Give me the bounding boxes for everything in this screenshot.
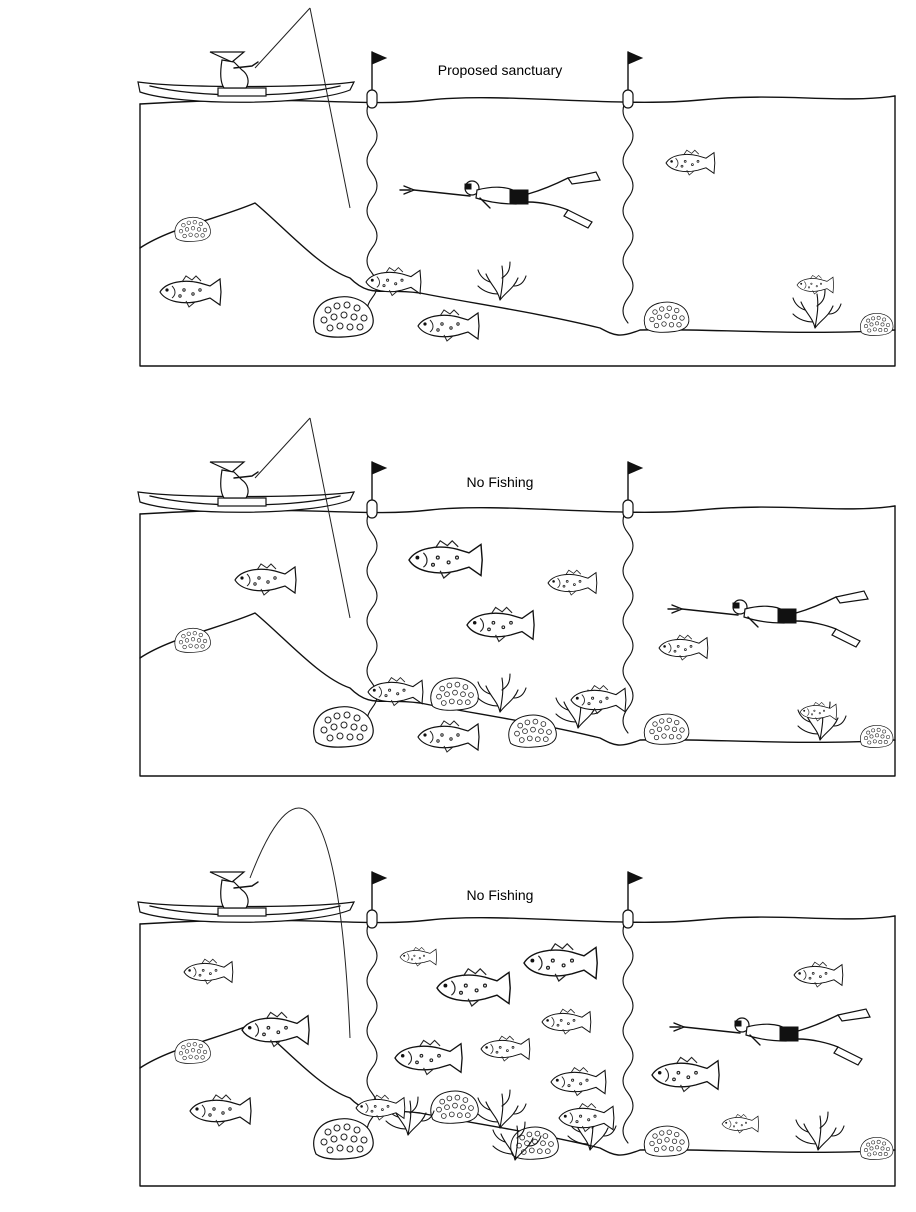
diver-with-speargun-icon xyxy=(399,171,601,229)
grouper-fish-icon xyxy=(541,1008,592,1035)
coral-head-icon xyxy=(643,713,690,745)
fisher-in-boat-icon xyxy=(137,51,355,103)
grouper-fish-icon xyxy=(466,606,535,643)
right-buoy-line xyxy=(622,507,634,734)
water-surface xyxy=(139,915,896,925)
panel-label: No Fishing xyxy=(467,887,534,903)
coral-head-icon xyxy=(860,725,894,748)
coral-head-icon xyxy=(313,706,374,748)
water-surface xyxy=(139,505,896,515)
branching-coral-icon xyxy=(795,1111,845,1151)
panel-1: Proposed sanctuary xyxy=(137,7,896,367)
grouper-fish-icon xyxy=(651,1056,720,1093)
branching-coral-icon xyxy=(792,289,842,329)
right-flag-buoy-icon xyxy=(622,51,643,109)
fisher-in-boat-icon xyxy=(137,461,355,513)
grouper-fish-icon xyxy=(665,149,716,176)
grouper-fish-icon xyxy=(547,569,598,596)
grouper-fish-icon xyxy=(523,943,598,982)
right-buoy-line xyxy=(622,917,634,1144)
diver-with-speargun-icon xyxy=(667,590,869,648)
coral-head-icon xyxy=(174,216,211,242)
water-surface xyxy=(139,95,896,105)
fisher-in-boat-icon xyxy=(137,871,355,923)
grouper-fish-icon xyxy=(189,1094,252,1127)
left-flag-buoy-icon xyxy=(366,461,387,519)
coral-head-icon xyxy=(860,1137,894,1160)
coral-head-icon xyxy=(643,301,690,333)
branching-coral-icon xyxy=(477,673,527,713)
grouper-fish-icon xyxy=(570,685,627,715)
grouper-fish-icon xyxy=(799,702,837,722)
grouper-fish-icon xyxy=(159,275,222,308)
grouper-fish-icon xyxy=(558,1103,615,1133)
grouper-fish-icon xyxy=(241,1011,310,1048)
panel-label: Proposed sanctuary xyxy=(438,62,563,78)
panel-2: No Fishing xyxy=(137,417,896,777)
panels-layer: Proposed sanctuary No Fishing No Fishing xyxy=(137,7,896,1187)
coral-head-icon xyxy=(508,714,557,748)
fishing-line xyxy=(249,807,351,1039)
panel-frame xyxy=(139,915,896,1187)
grouper-fish-icon xyxy=(550,1067,607,1097)
diver-with-speargun-icon xyxy=(669,1008,871,1066)
coral-head-icon xyxy=(430,1090,479,1124)
coral-head-icon xyxy=(860,313,894,336)
branching-coral-icon xyxy=(477,1089,527,1129)
grouper-fish-icon xyxy=(399,947,437,967)
seafloor xyxy=(139,202,896,336)
grouper-fish-icon xyxy=(234,563,297,596)
coral-head-icon xyxy=(313,296,374,338)
right-flag-buoy-icon xyxy=(622,461,643,519)
coral-head-icon xyxy=(643,1125,690,1157)
grouper-fish-icon xyxy=(721,1114,759,1134)
fishing-line xyxy=(254,7,351,209)
coral-head-icon xyxy=(430,677,479,711)
grouper-fish-icon xyxy=(436,968,511,1007)
grouper-fish-icon xyxy=(796,275,834,295)
grouper-fish-icon xyxy=(480,1035,531,1062)
grouper-fish-icon xyxy=(417,720,480,753)
grouper-fish-icon xyxy=(183,958,234,985)
grouper-fish-icon xyxy=(408,540,483,579)
left-flag-buoy-icon xyxy=(366,871,387,929)
grouper-fish-icon xyxy=(417,309,480,342)
panel-label: No Fishing xyxy=(467,474,534,490)
grouper-fish-icon xyxy=(394,1039,463,1076)
panel-3: No Fishing xyxy=(137,807,896,1187)
fishing-line xyxy=(254,417,351,619)
right-buoy-line xyxy=(622,97,634,324)
coral-head-icon xyxy=(313,1118,374,1160)
panel-frame xyxy=(139,95,896,367)
coral-head-icon xyxy=(174,1038,211,1064)
left-flag-buoy-icon xyxy=(366,51,387,109)
panel-frame xyxy=(139,505,896,777)
branching-coral-icon xyxy=(477,261,527,301)
coral-head-icon xyxy=(174,627,211,653)
grouper-fish-icon xyxy=(793,961,844,988)
grouper-fish-icon xyxy=(658,634,709,661)
right-flag-buoy-icon xyxy=(622,871,643,929)
